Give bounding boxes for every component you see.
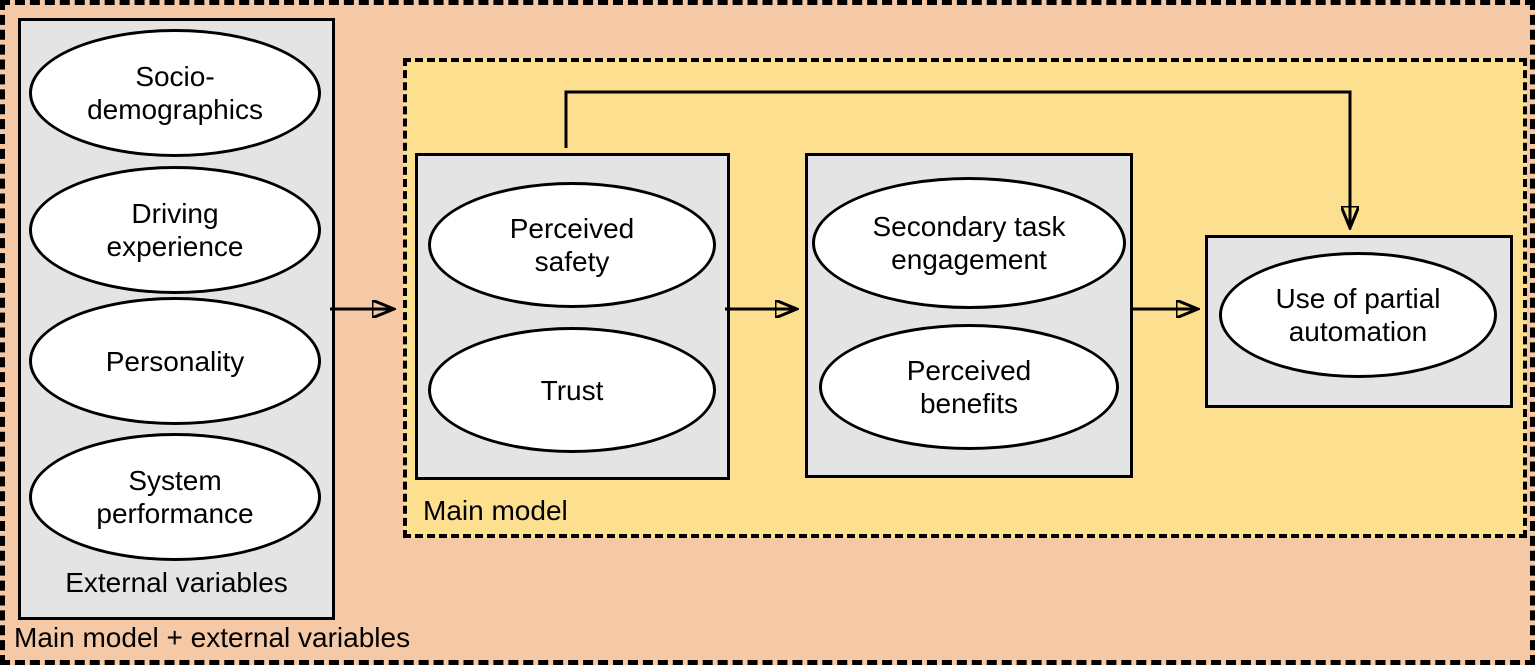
node-driving-experience: Driving experience (29, 166, 321, 294)
main-model-label: Main model (423, 495, 568, 526)
node-trust: Trust (428, 327, 716, 453)
node-secondary-task-engagement: Secondary task engagement (812, 177, 1126, 309)
node-perceived-safety-label: Perceived safety (509, 213, 635, 277)
node-system-performance-label: System performance (96, 465, 254, 529)
node-personality: Personality (29, 297, 321, 425)
perceptions-box: Perceived safety Trust (415, 153, 730, 480)
node-personality-label: Personality (105, 345, 245, 377)
node-use-of-partial-automation: Use of partial automation (1219, 252, 1497, 378)
outcome-box: Use of partial automation (1205, 235, 1513, 408)
node-use-of-partial-automation-label: Use of partial automation (1275, 283, 1441, 347)
outer-frame-label: Main model + external variables (14, 622, 411, 653)
node-trust-label: Trust (540, 374, 604, 406)
node-perceived-benefits: Perceived benefits (819, 324, 1119, 450)
node-system-performance: System performance (29, 433, 321, 561)
main-model-box: Perceived safety Trust Secondary task en… (403, 58, 1527, 538)
external-variables-box: Socio- demographics Driving experience P… (18, 18, 335, 620)
node-perceived-benefits-label: Perceived benefits (906, 355, 1032, 419)
node-socio-demographics: Socio- demographics (29, 29, 321, 157)
node-socio-demographics-label: Socio- demographics (87, 61, 263, 125)
node-secondary-task-engagement-label: Secondary task engagement (872, 211, 1066, 275)
external-variables-label: External variables (65, 567, 288, 598)
engagement-box: Secondary task engagement Perceived bene… (805, 153, 1133, 478)
node-perceived-safety: Perceived safety (428, 182, 716, 308)
node-driving-experience-label: Driving experience (106, 198, 244, 262)
